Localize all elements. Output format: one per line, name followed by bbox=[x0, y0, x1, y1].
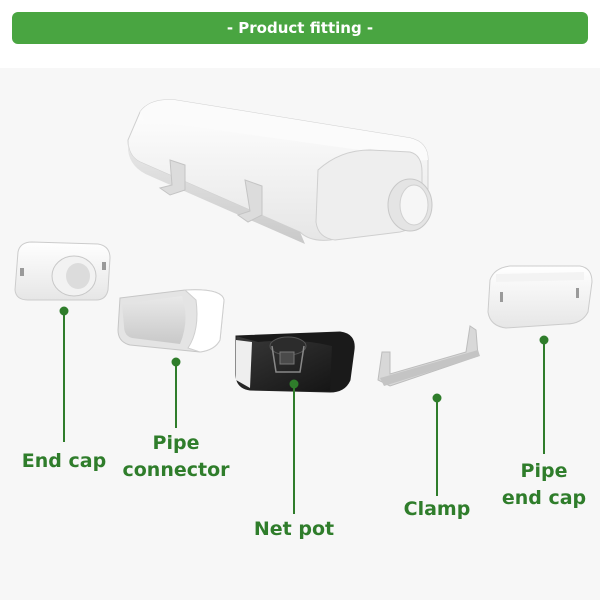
net-pot-dot bbox=[289, 379, 299, 389]
label-end-cap: End cap bbox=[21, 450, 107, 472]
clamp-image bbox=[377, 325, 480, 387]
pipe-connector-image bbox=[117, 289, 225, 353]
pipe-end-cap-image bbox=[487, 265, 593, 329]
label-clamp: Clamp bbox=[403, 498, 471, 520]
clamp-dot bbox=[432, 393, 442, 403]
banner-title: - Product fitting - bbox=[226, 19, 374, 37]
product-fitting-banner: - Product fitting - bbox=[12, 12, 588, 44]
label-pipe-connector: Pipe connector bbox=[122, 432, 230, 481]
end-cap-dot bbox=[59, 306, 69, 316]
end-cap-image bbox=[14, 241, 111, 301]
label-pipe-end-cap: Pipe end cap bbox=[501, 460, 587, 509]
leader-lines bbox=[59, 306, 549, 514]
label-net-pot: Net pot bbox=[253, 518, 335, 540]
pipe-connector-dot bbox=[171, 357, 181, 367]
pipe-end-cap-dot bbox=[539, 335, 549, 345]
pipe-assembly-image bbox=[127, 99, 433, 244]
net-pot-image bbox=[235, 331, 355, 393]
